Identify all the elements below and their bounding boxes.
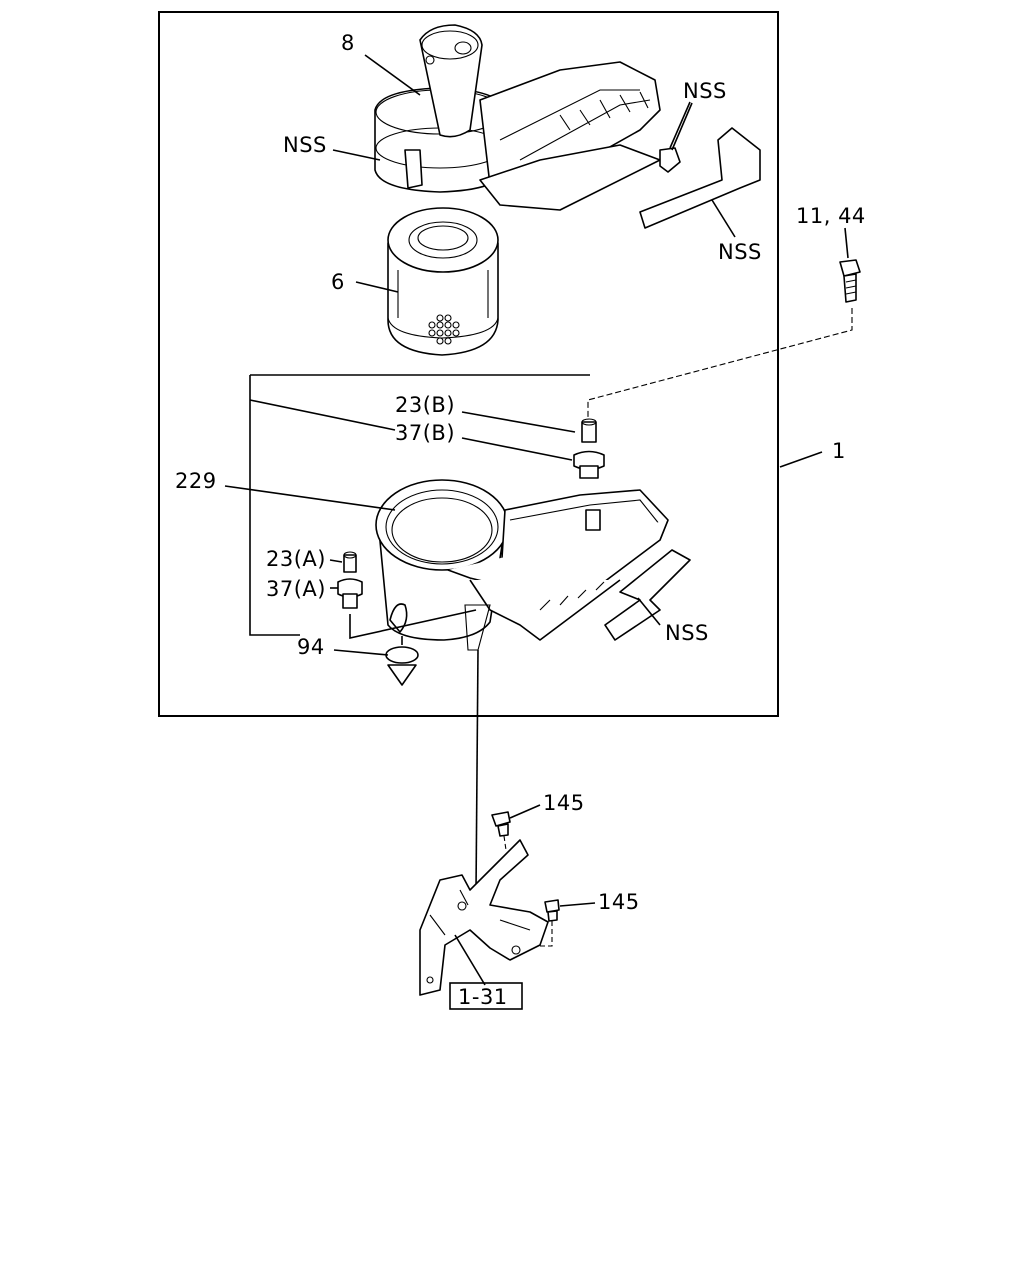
label-nss-lower: NSS [665,621,709,645]
bolt-145-lower [544,899,560,922]
label-nss-hose: NSS [718,240,762,264]
clip-part [659,101,691,173]
lower-housing [375,479,669,651]
label-part-94: 94 [297,635,325,659]
mounting-bracket [419,839,549,996]
grommet-37b [573,450,605,479]
label-part-11-44: 11, 44 [796,204,866,228]
bracket-left [249,375,300,636]
label-part-23a: 23(A) [266,547,326,571]
label-part-37a: 37(A) [266,577,326,601]
filter-element [387,207,499,356]
bolt-11-44 [839,259,861,303]
nss-strip-lower [604,549,691,641]
label-ref-1-31: 1-31 [458,985,508,1009]
ref-box-1-31 [449,982,523,1010]
label-part-23b: 23(B) [395,393,455,417]
label-part-145-lower: 145 [598,890,640,914]
label-part-145-upper: 145 [543,791,585,815]
label-part-37b: 37(B) [395,421,455,445]
air-cleaner-cover [374,24,661,211]
bolt-145-upper [491,811,511,837]
sleeve-23b [581,418,597,443]
label-part-8: 8 [341,31,355,55]
sleeve-23a [343,551,357,573]
leader-lines [224,54,849,986]
filter-holes [428,314,460,345]
grommet-37a [337,578,363,609]
nss-strip-top [639,127,761,229]
label-nss-top-right: NSS [683,79,727,103]
assembly-frame [158,11,779,717]
bolt-dashed-line [587,308,853,420]
drain-valve-94 [385,636,419,686]
label-part-229: 229 [175,469,217,493]
label-part-6: 6 [331,270,345,294]
label-nss-top-left: NSS [283,133,327,157]
mounting-line [475,649,479,893]
label-part-1: 1 [832,439,846,463]
